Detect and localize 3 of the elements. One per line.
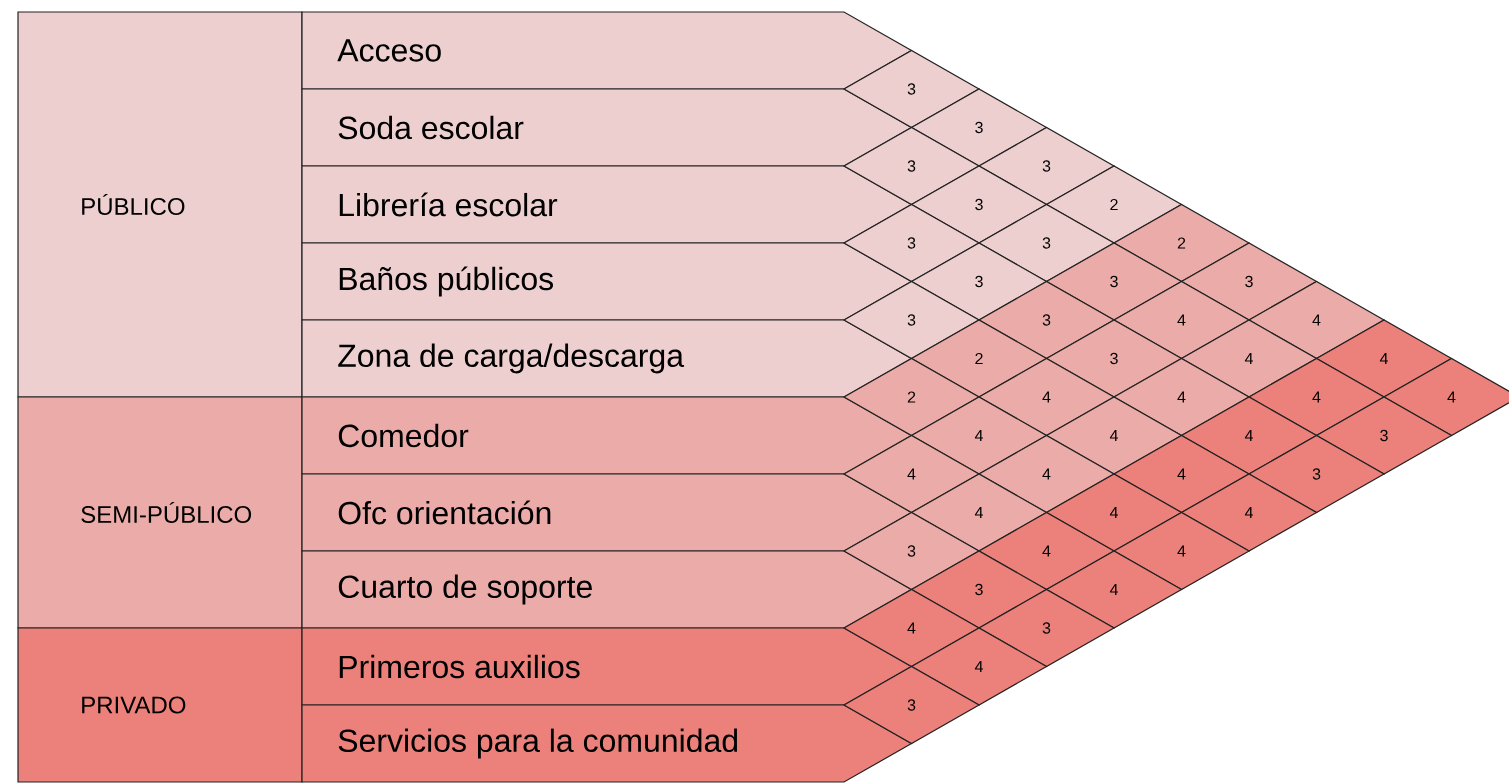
zone-box: SEMI-PÚBLICO <box>17 396 303 629</box>
zone-box: PRIVADO <box>17 627 303 783</box>
zone-box: PÚBLICO <box>17 11 303 398</box>
